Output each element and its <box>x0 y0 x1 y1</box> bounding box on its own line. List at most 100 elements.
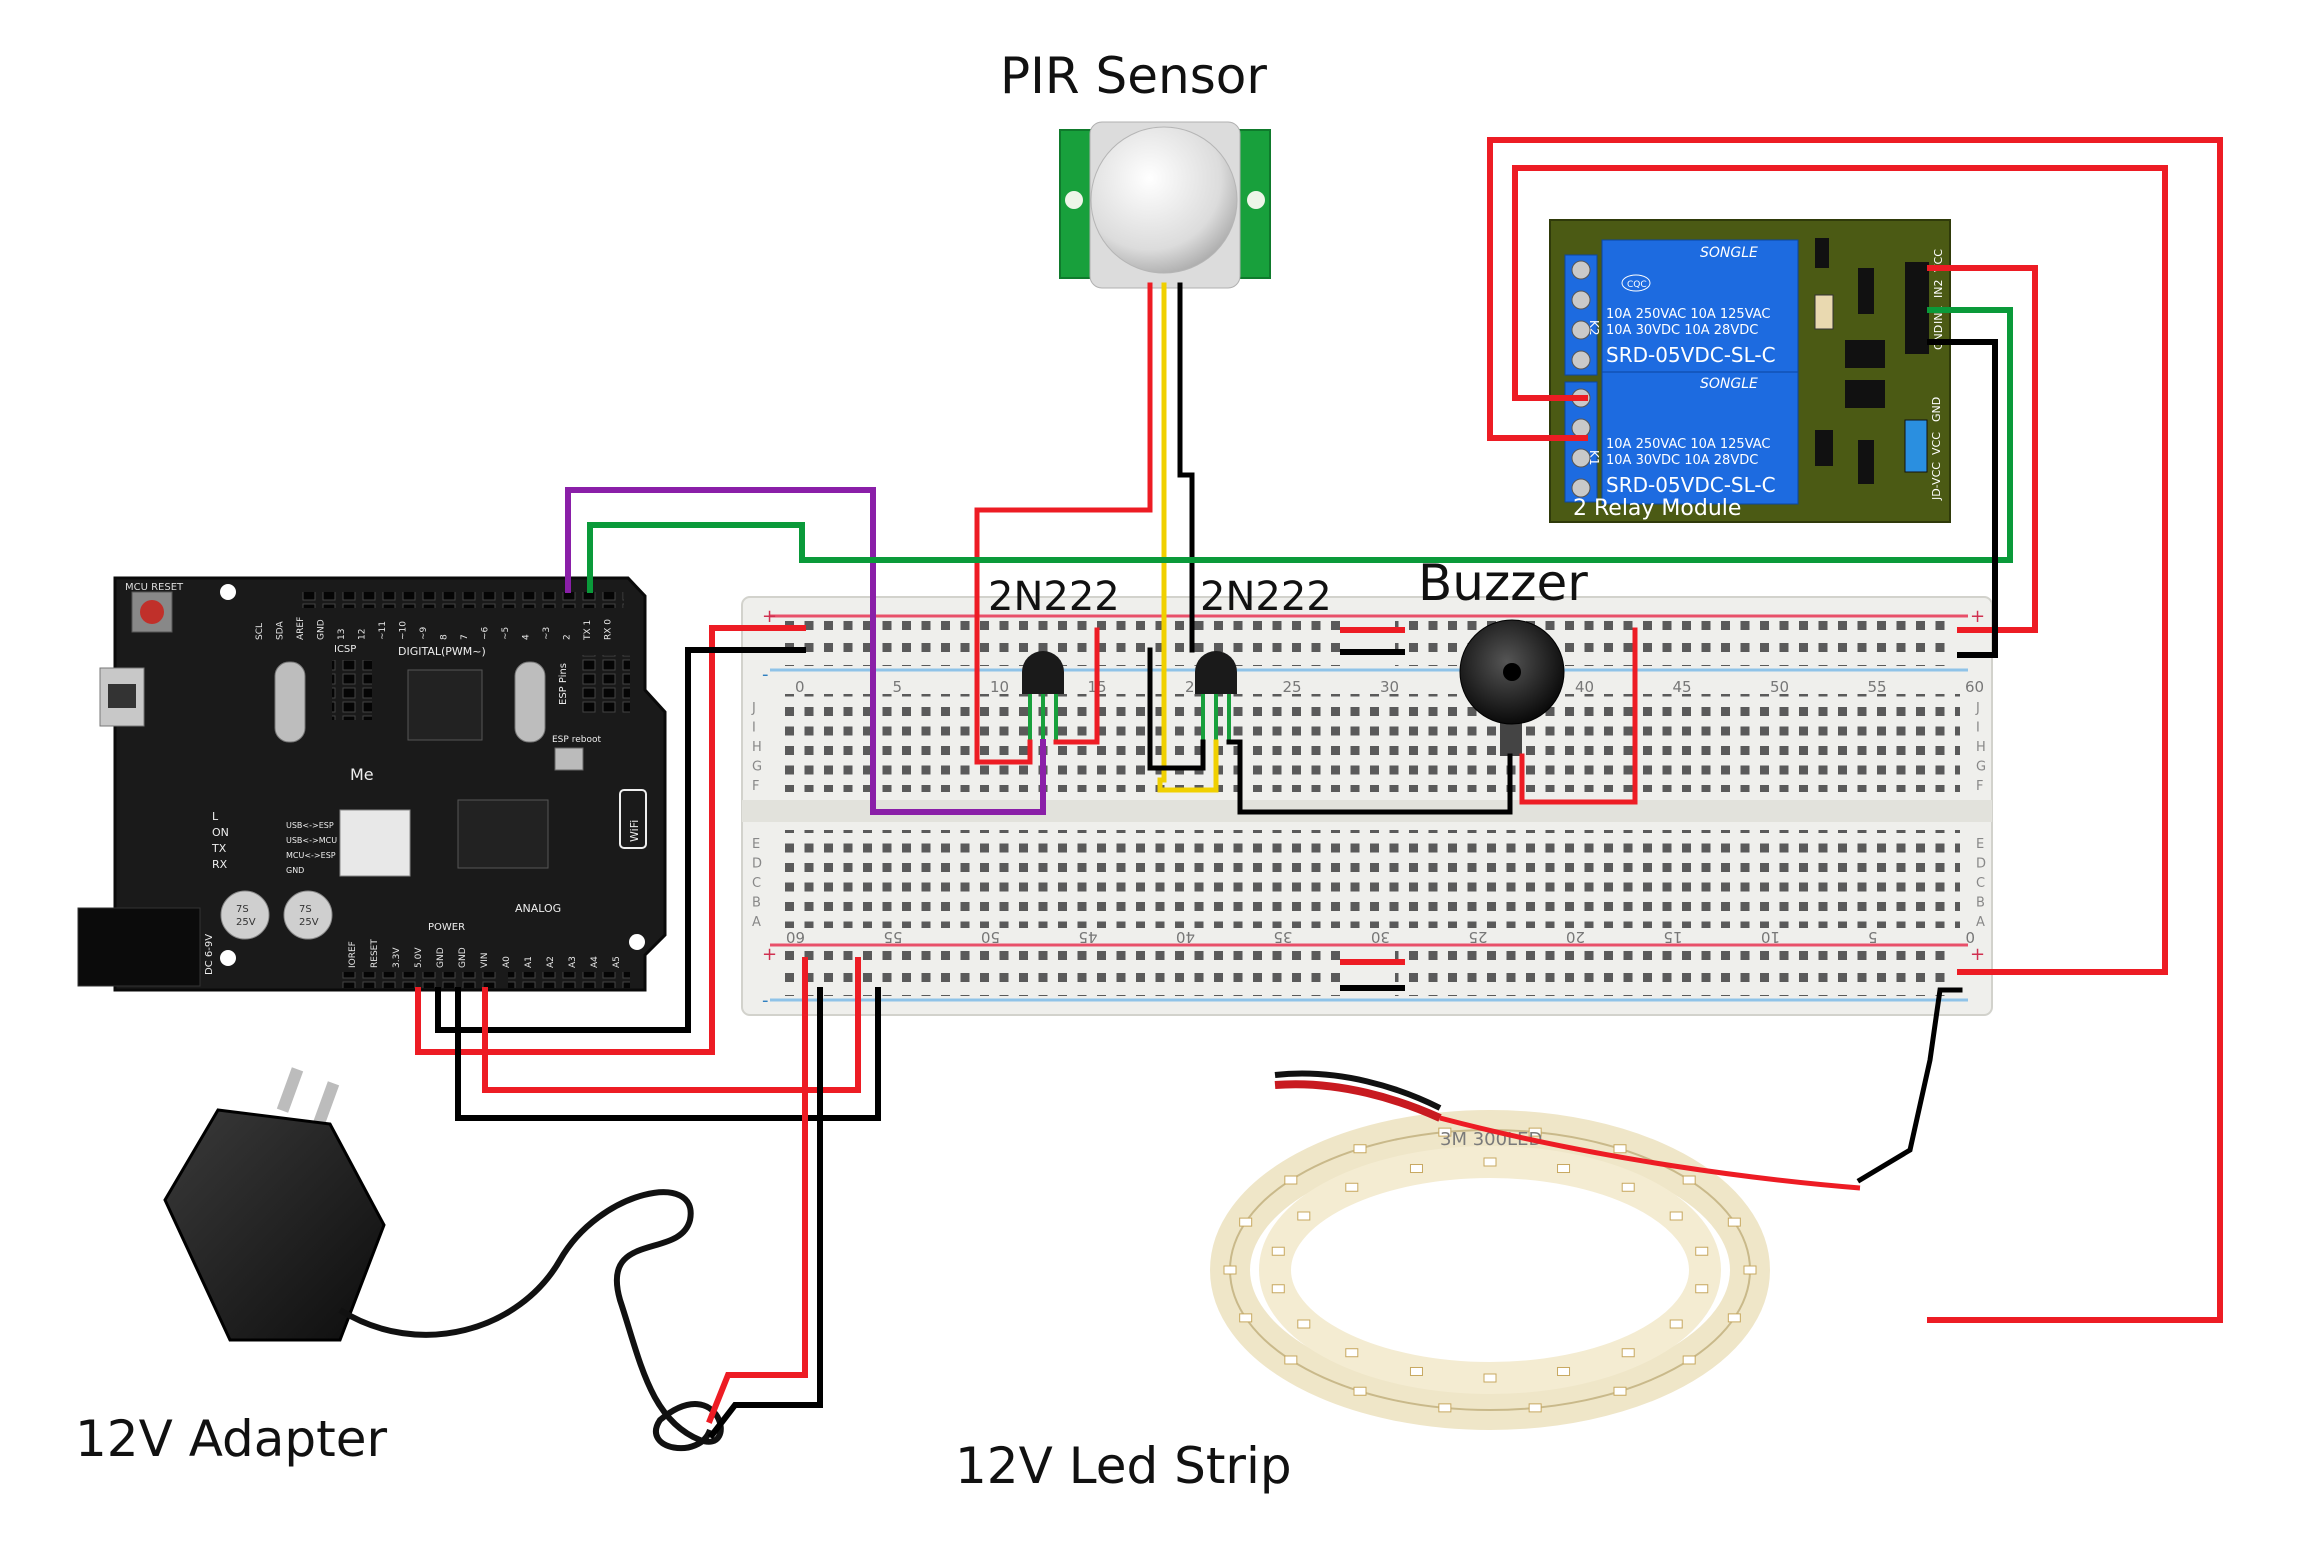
reset-button[interactable] <box>140 600 164 624</box>
column-number: 60 <box>786 928 805 946</box>
relay-header-label: IN2 <box>1932 280 1945 298</box>
column-number: 55 <box>883 928 902 946</box>
led-strip-label: 12V Led Strip <box>955 1437 1292 1495</box>
buzzer-hole <box>1503 663 1521 681</box>
column-number: 50 <box>1770 678 1789 696</box>
led-chip <box>1528 1127 1542 1137</box>
bottom-pin-label: A0 <box>502 956 512 968</box>
led-chip <box>1743 1265 1757 1275</box>
led-strip-lead-red <box>1274 1080 1442 1122</box>
terminal-screw <box>1571 478 1591 498</box>
jack-label: DC 6-9V <box>204 934 215 975</box>
led-chip <box>1557 1164 1571 1174</box>
capacitor-label: 25V <box>299 917 319 928</box>
led-chip <box>1271 1246 1285 1256</box>
wire-pir-orange <box>974 282 1153 765</box>
relay-2-model: SRD-05VDC-SL-C <box>1606 473 1776 497</box>
led-chip <box>1297 1211 1311 1221</box>
dip-switch[interactable] <box>339 809 411 877</box>
rail-minus-top: - <box>762 664 769 685</box>
pir-sensor: PIR Sensor <box>1000 47 1271 289</box>
led-strip-lead-black <box>1274 1070 1442 1111</box>
esp-reboot-button[interactable] <box>554 747 584 771</box>
wire-relay-black <box>1927 339 1998 658</box>
column-number: 35 <box>1273 928 1292 946</box>
relay-jd-label: VCC <box>1930 432 1943 455</box>
row-letter: E <box>1976 837 1984 852</box>
wire-pir-yellow <box>1157 282 1219 793</box>
bottom-pin-label: RESET <box>370 939 380 968</box>
relay-jd-label: JD-VCC <box>1930 462 1943 501</box>
led-chip <box>1727 1313 1741 1323</box>
bottom-terminal-holes <box>785 830 1960 928</box>
relay-2-body[interactable] <box>1601 371 1799 505</box>
row-letter: G <box>1976 760 1986 775</box>
column-number: 10 <box>990 678 1009 696</box>
relay-optocoupler-1 <box>1845 340 1885 368</box>
led-chip <box>1297 1319 1311 1329</box>
column-number: 45 <box>1078 928 1097 946</box>
row-letter: I <box>752 721 756 736</box>
led-chip <box>1727 1217 1741 1227</box>
column-number: 15 <box>1663 928 1682 946</box>
top-pin-label: TX 1 <box>583 620 593 641</box>
wire-t2-black <box>1226 739 1513 815</box>
relay-smd-1 <box>1815 238 1829 268</box>
column-number: 0 <box>795 678 805 696</box>
led-chip <box>1284 1355 1298 1365</box>
capacitor-label: 7S <box>299 904 312 915</box>
row-letter: D <box>752 857 762 872</box>
column-number: 50 <box>981 928 1000 946</box>
column-number: 30 <box>1371 928 1390 946</box>
top-pin-label: ~10 <box>399 621 409 640</box>
row-letter: C <box>752 876 761 891</box>
row-letter: D <box>1976 857 1986 872</box>
led-chip <box>1409 1366 1423 1376</box>
power-label: POWER <box>428 922 465 933</box>
led-chips <box>1223 1127 1757 1413</box>
row-letter: H <box>752 740 762 755</box>
bottom-pin-label: A1 <box>524 956 534 968</box>
relay-2-rating-1: 10A 250VAC 10A 125VAC <box>1606 437 1771 452</box>
pir-hole-left <box>1065 191 1083 209</box>
bottom-pin-label: 5.0V <box>414 947 424 968</box>
terminal-screw <box>1571 290 1591 310</box>
transistor-1-body <box>1022 651 1064 694</box>
row-letter: C <box>1976 876 1985 891</box>
row-letter: J <box>1975 701 1980 716</box>
led-label: RX <box>212 858 228 871</box>
bottom-rail-holes-right <box>1395 950 1955 996</box>
column-number: 5 <box>893 678 903 696</box>
relay-2-brand: SONGLE <box>1700 376 1758 392</box>
icsp-header <box>332 660 372 720</box>
top-pin-label: ~9 <box>419 626 429 640</box>
bottom-pin-label: IOREF <box>348 941 358 968</box>
crystal-1 <box>274 661 306 743</box>
rail-plus-bottom-right: + <box>1970 944 1985 965</box>
switch-label: GND <box>286 866 304 875</box>
relay-jumper[interactable] <box>1904 419 1928 473</box>
column-number: 10 <box>1761 928 1780 946</box>
led-chip <box>1409 1164 1423 1174</box>
led-chip <box>1345 1348 1359 1358</box>
column-number: 40 <box>1176 928 1195 946</box>
wifi-badge <box>619 789 647 849</box>
led-chip <box>1353 1144 1367 1154</box>
led-chip <box>1239 1313 1253 1323</box>
column-number: 60 <box>1965 678 1984 696</box>
buzzer: Buzzer <box>1418 554 1588 756</box>
crystal-2 <box>514 661 546 743</box>
wifi-label: WiFi <box>628 820 641 842</box>
esp-pins-header <box>580 655 630 713</box>
wire-relay-red-2 <box>1512 165 2168 975</box>
relay-1-rating-2: 10A 30VDC 10A 28VDC <box>1606 323 1758 338</box>
wire-ard-black-top <box>435 647 806 1033</box>
column-number: 5 <box>1868 928 1878 946</box>
esp-chip <box>457 799 549 869</box>
led-chip <box>1621 1182 1635 1192</box>
mcu-chip <box>407 669 483 741</box>
